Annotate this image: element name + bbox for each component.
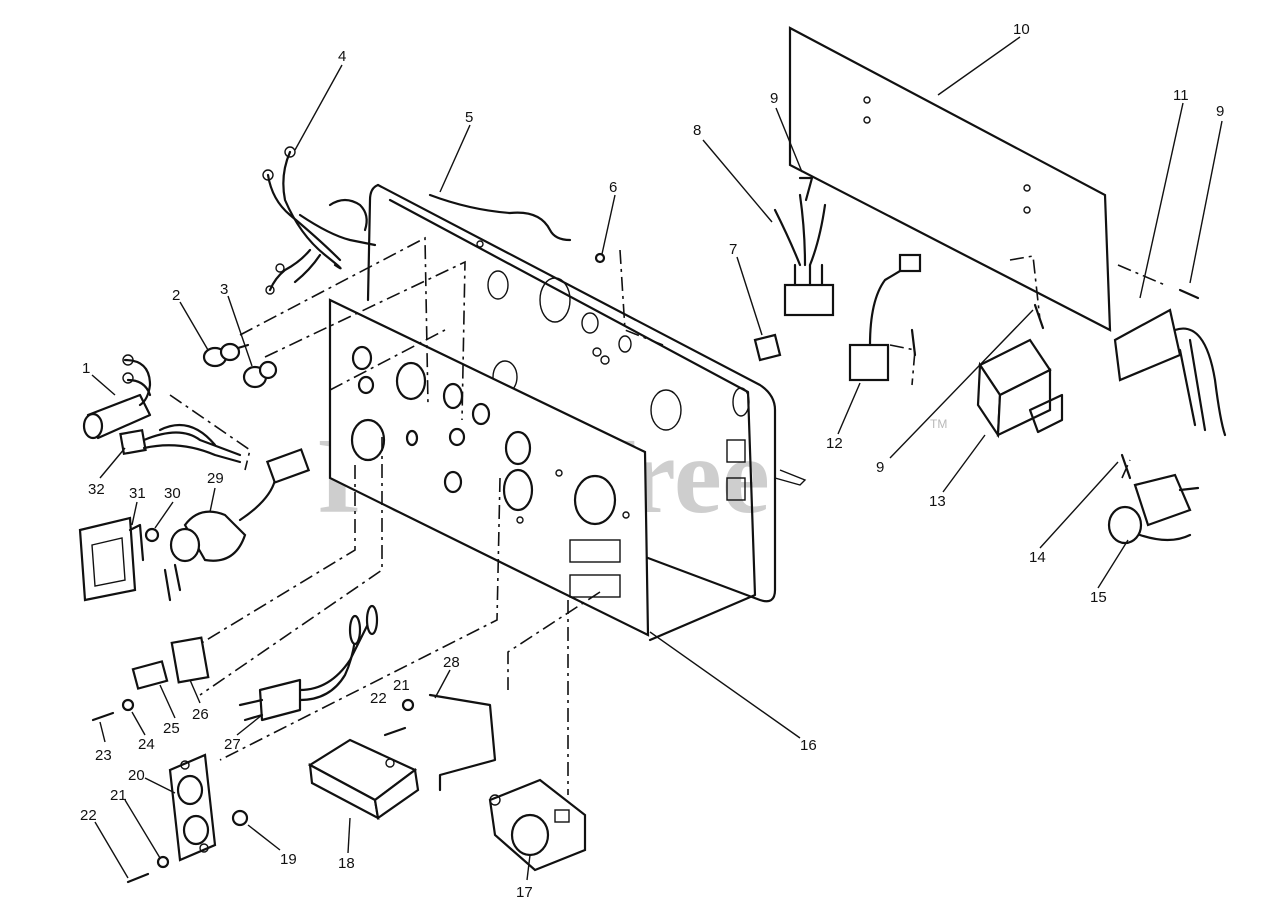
part-21-washer: [156, 855, 170, 869]
callout-22-upper: 22: [370, 690, 387, 707]
part-22-screw: [126, 872, 150, 884]
callout-4: 4: [338, 48, 346, 65]
callout-9-top: 9: [770, 90, 778, 107]
part-11-ignition-module: [1113, 308, 1227, 437]
leader-lines: [91, 36, 1223, 881]
part-23-screw: [91, 711, 115, 722]
callout-25: 25: [163, 720, 180, 737]
callout-21-upper: 21: [393, 677, 410, 694]
callout-26: 26: [192, 706, 209, 723]
callout-23: 23: [95, 747, 112, 764]
part-3-rotary-switch: [242, 360, 278, 389]
part-24-washer: [121, 698, 135, 712]
callout-28: 28: [443, 654, 460, 671]
part-17-twist-lock-receptacle: [488, 778, 587, 872]
callout-15: 15: [1090, 589, 1107, 606]
callout-2: 2: [172, 287, 180, 304]
part-9-bolt-mid: [1033, 303, 1045, 330]
watermark-tm: TM: [930, 417, 947, 431]
callout-20: 20: [128, 767, 145, 784]
part-13-voltage-regulator: [976, 338, 1064, 439]
part-20-duplex-receptacle: [168, 753, 217, 862]
callout-27: 27: [224, 736, 241, 753]
callout-9-mid: 9: [876, 459, 884, 476]
callout-17: 17: [516, 884, 533, 901]
part-15-starter-solenoid: [1107, 473, 1200, 545]
part-31-hour-meter: [78, 516, 160, 602]
callout-29: 29: [207, 470, 224, 487]
callout-13: 13: [929, 493, 946, 510]
part-7-clip: [753, 333, 782, 362]
part-14-screw: [1120, 453, 1132, 480]
callout-5: 5: [465, 109, 473, 126]
callout-30: 30: [164, 485, 181, 502]
part-26-switch: [170, 636, 210, 684]
part-32-wire-connector: [119, 423, 242, 464]
part-28-bracket: [428, 693, 497, 792]
callout-19: 19: [280, 851, 297, 868]
callout-8: 8: [693, 122, 701, 139]
part-12-relay: [848, 253, 922, 382]
part-27-toggle-switch: [238, 604, 379, 722]
callout-21-lower: 21: [110, 787, 127, 804]
part-18-circuit-breaker: [307, 738, 420, 821]
part-25-bracket: [131, 660, 169, 690]
part-29-ignition-switch: [163, 448, 311, 602]
part-1-fuse-holder: [82, 354, 152, 440]
part-8-rectifier: [773, 193, 835, 317]
part-22-screw-upper: [383, 726, 407, 737]
part-10-back-plate: [788, 26, 1112, 332]
callout-16: 16: [800, 737, 817, 754]
callout-12: 12: [826, 435, 843, 452]
part-6-screw: [594, 252, 606, 264]
part-2-push-switch: [202, 342, 250, 368]
part-19-nut: [231, 809, 249, 827]
part-12-screw: [910, 328, 917, 357]
part-4-wire-harness: [282, 150, 342, 270]
part-16-front-panel: [328, 298, 650, 637]
part-30-nut: [144, 527, 160, 543]
callout-1: 1: [82, 360, 90, 377]
part-21-washer-upper: [401, 698, 415, 712]
callout-31: 31: [129, 485, 146, 502]
callout-22-lower: 22: [80, 807, 97, 824]
callout-6: 6: [609, 179, 617, 196]
part-9-bolt-right: [1178, 288, 1200, 300]
callout-7: 7: [729, 241, 737, 258]
callout-9-right: 9: [1216, 103, 1224, 120]
callout-18: 18: [338, 855, 355, 872]
callout-3: 3: [220, 281, 228, 298]
callout-24: 24: [138, 736, 155, 753]
callout-10: 10: [1013, 21, 1030, 38]
callout-32: 32: [88, 481, 105, 498]
part-9-bolt-top: [798, 176, 814, 202]
part-5-control-box-frame: [376, 183, 777, 603]
callout-11: 11: [1173, 87, 1189, 104]
callout-14: 14: [1029, 549, 1046, 566]
